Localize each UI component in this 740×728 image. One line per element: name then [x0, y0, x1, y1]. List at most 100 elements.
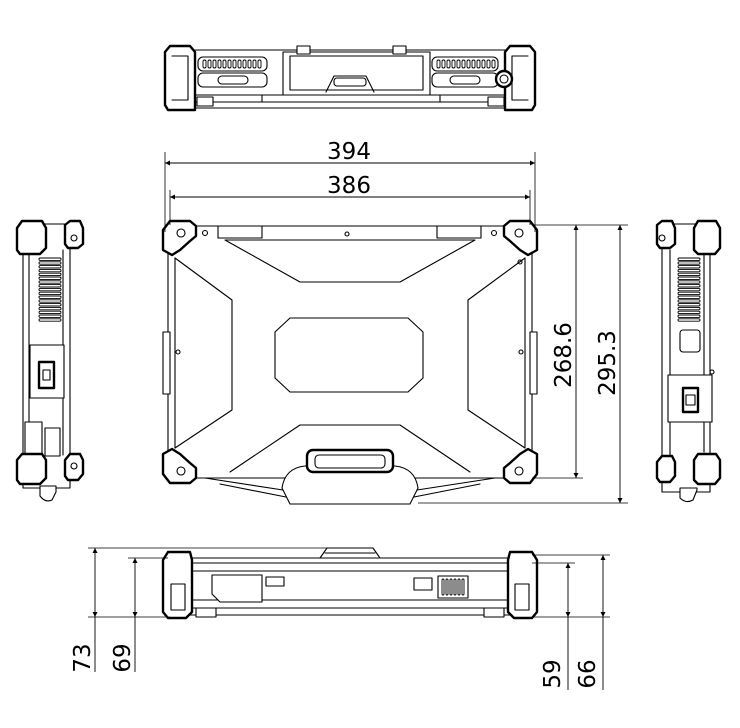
handle-arm-right: [413, 477, 496, 498]
rear-left-lower-frame: [197, 72, 268, 88]
dimension-label: 73: [70, 643, 96, 672]
vent-slot: [491, 59, 496, 69]
right-side-port-inner: [681, 386, 700, 414]
top-side-bump-left: [162, 331, 171, 395]
left-side-foot: [39, 485, 57, 502]
vent-slot: [227, 59, 232, 69]
rear-center-strip: [261, 94, 441, 103]
right-side-bumper-br: [692, 452, 722, 486]
top-edge-dot-1: [517, 259, 523, 265]
dimension-label: 59: [540, 659, 566, 688]
vent-slot: [232, 59, 237, 69]
vent-slot: [38, 268, 62, 273]
vent-slot: [252, 59, 257, 69]
dimension-height-c: 59: [532, 562, 610, 690]
panel-rib-bottom: [229, 424, 471, 473]
rear-right-lower-slot: [449, 75, 481, 85]
vent-slot: [38, 276, 62, 280]
front-bumper-right: [506, 550, 539, 620]
vent-slot: [476, 59, 481, 69]
rear-handle-outline: [325, 75, 375, 93]
vent-slot: [456, 59, 461, 69]
vent-slot: [677, 310, 701, 315]
top-corner-bumper-tr: [502, 219, 539, 257]
dimension-height-d: 66: [532, 554, 610, 690]
rear-button-icon: [494, 69, 514, 89]
vent-slot: [257, 59, 262, 69]
vent-slot: [38, 280, 62, 284]
top-corner-bumper-br: [502, 447, 539, 485]
handle-grip: [281, 465, 419, 505]
rear-hinge-tab-left: [296, 45, 311, 55]
vent-slot: [677, 314, 701, 318]
vent-slot: [38, 261, 62, 265]
vent-slot: [38, 284, 62, 288]
top-body: [167, 225, 533, 479]
handle-bar: [305, 448, 395, 474]
right-side-dot: [709, 369, 715, 375]
vent-slot: [207, 59, 212, 69]
left-side-port-core: [42, 369, 51, 381]
vent-slot: [677, 261, 701, 265]
dimension-horizontal-upper: 394: [164, 139, 536, 232]
right-side-foot: [679, 487, 698, 503]
vent-slot: [237, 59, 242, 69]
vent-slot: [38, 265, 62, 269]
right-side-bumper-tl: [655, 219, 677, 250]
rear-view: [163, 44, 537, 112]
rear-button-inner: [499, 74, 509, 84]
vent-slot: [677, 276, 701, 280]
rear-handle-grip: [333, 77, 367, 87]
vent-slot: [677, 257, 701, 261]
handle-arm-left: [204, 477, 287, 498]
right-side-box: [679, 329, 701, 353]
panel-rib-top: [224, 239, 476, 283]
front-bumper-right-detail: [514, 583, 530, 611]
vent-slot: [202, 59, 207, 69]
vent-slot: [38, 272, 62, 277]
left-side-bumper-bl: [15, 452, 48, 486]
dimension-label: 386: [327, 173, 371, 199]
top-corner-screw-tr: [514, 228, 524, 238]
dimension-horizontal-lower: 386: [169, 173, 531, 225]
vent-slot: [461, 578, 465, 596]
rear-left-bumper-detail: [171, 55, 189, 101]
front-right-vent-grille: [441, 578, 465, 596]
vent-slot: [677, 303, 701, 307]
front-latch-left: [265, 576, 285, 587]
vent-slot: [446, 59, 451, 69]
vent-slot: [38, 287, 62, 292]
front-foot-left: [195, 607, 217, 618]
vent-slot: [441, 59, 446, 69]
left-side-vent-grille: [38, 257, 62, 322]
top-screw-center: [344, 231, 350, 237]
right-side-bumper-tr: [692, 219, 722, 256]
top-hinge-tab-right: [436, 225, 482, 239]
left-side-box-a: [24, 421, 43, 459]
left-side-port-inner: [37, 360, 56, 390]
front-view: [161, 547, 539, 620]
vent-slot: [242, 59, 247, 69]
vent-slot: [436, 59, 441, 69]
dimension-vertical-outer: 295.3: [418, 225, 628, 504]
left-side-bumper-br: [63, 452, 85, 482]
vent-slot: [453, 578, 457, 596]
vent-slot: [212, 59, 217, 69]
right-side-port-core: [685, 394, 696, 406]
vent-slot: [677, 291, 701, 296]
vent-slot: [38, 310, 62, 315]
vent-slot: [449, 578, 453, 596]
top-edge-dot-2: [518, 349, 524, 355]
vent-slot: [466, 59, 471, 69]
rear-foot-right: [487, 96, 505, 107]
vent-slot: [677, 318, 701, 322]
front-foot-right: [483, 607, 505, 618]
dimension-label: 394: [327, 139, 371, 165]
dimension-label: 295.3: [595, 330, 621, 396]
rear-hinge-block: [282, 51, 431, 97]
vent-slot: [486, 59, 491, 69]
left-side-box-b: [44, 427, 61, 457]
rear-left-vent-grille: [202, 59, 262, 69]
panel-rib-left: [174, 257, 233, 449]
